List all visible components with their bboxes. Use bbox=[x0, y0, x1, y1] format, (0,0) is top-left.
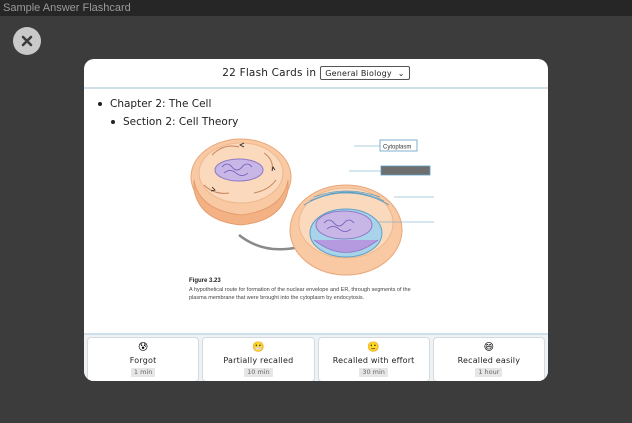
answer-interval: 10 min bbox=[244, 368, 273, 377]
card-count-label: 22 Flash Cards in bbox=[222, 67, 317, 79]
answer-recalled-with-effort-button[interactable]: 🙂 Recalled with effort 30 min bbox=[317, 337, 430, 381]
answer-label: Forgot bbox=[129, 356, 157, 365]
chevron-down-icon: ⌄ bbox=[397, 68, 405, 78]
window-title: Sample Answer Flashcard bbox=[0, 0, 632, 16]
grimacing-face-icon: 😬 bbox=[252, 342, 265, 353]
answer-forgot-button[interactable]: 😰 Forgot 1 min bbox=[87, 337, 200, 381]
cytoplasm-callout bbox=[379, 139, 418, 152]
figure-caption: Figure 3.23 A hypothetical route for for… bbox=[189, 278, 429, 302]
answer-interval: 30 min bbox=[359, 368, 388, 377]
cell-figure-image: Cytoplasm bbox=[190, 138, 434, 276]
modal-header: 22 Flash Cards in General Biology ⌄ bbox=[84, 59, 548, 89]
figure-caption-text: A hypothetical route for formation of th… bbox=[189, 287, 411, 301]
flashcard-modal: 22 Flash Cards in General Biology ⌄ Chap… bbox=[84, 59, 548, 381]
answer-recalled-easily-button[interactable]: 😄 Recalled easily 1 hour bbox=[432, 337, 545, 381]
deck-select-value: General Biology bbox=[325, 68, 392, 78]
anxious-face-icon: 😰 bbox=[137, 342, 149, 353]
grinning-face-icon: 😄 bbox=[483, 342, 495, 353]
outline-chapter: Chapter 2: The Cell bbox=[98, 95, 238, 113]
card-outline: Chapter 2: The Cell Section 2: Cell Theo… bbox=[98, 95, 238, 131]
right-cell-illustration bbox=[289, 184, 403, 276]
left-cell-illustration bbox=[190, 138, 292, 226]
answer-label: Recalled easily bbox=[457, 356, 521, 365]
chapter-label: Chapter 2: The Cell bbox=[110, 98, 212, 110]
bullet-icon bbox=[111, 120, 115, 124]
cytoplasm-callout-text: Cytoplasm bbox=[383, 145, 411, 151]
outline-section: Section 2: Cell Theory bbox=[98, 113, 238, 131]
deck-select[interactable]: General Biology ⌄ bbox=[320, 66, 410, 80]
hidden-label-1[interactable] bbox=[380, 165, 431, 176]
bullet-icon bbox=[98, 102, 102, 106]
answer-partially-recalled-button[interactable]: 😬 Partially recalled 10 min bbox=[202, 337, 315, 381]
answer-label: Partially recalled bbox=[223, 356, 294, 365]
close-button[interactable] bbox=[13, 27, 41, 55]
figure-label: Figure 3.23 bbox=[189, 278, 221, 284]
answer-bar: 😰 Forgot 1 min 😬 Partially recalled 10 m… bbox=[84, 333, 548, 381]
answer-interval: 1 min bbox=[130, 368, 156, 377]
answer-interval: 1 hour bbox=[475, 368, 503, 377]
section-label: Section 2: Cell Theory bbox=[123, 116, 239, 128]
slight-smile-icon: 🙂 bbox=[367, 342, 380, 353]
close-icon bbox=[21, 35, 33, 47]
answer-label: Recalled with effort bbox=[332, 356, 415, 365]
